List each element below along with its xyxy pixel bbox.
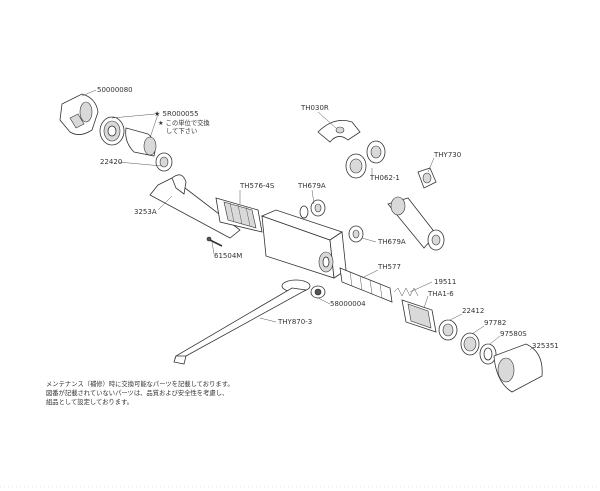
cover-TH030R <box>317 119 361 143</box>
label-THY730: THY730 <box>433 151 461 159</box>
label-3253A: 3253A <box>134 208 157 216</box>
label-TH679A-2: TH679A <box>377 238 406 246</box>
label-97580S: 97580S <box>500 330 527 338</box>
leader-lines <box>81 89 533 351</box>
label-TH577: TH577 <box>377 263 401 271</box>
label-325351: 325351 <box>532 342 559 350</box>
label-50000080: 50000080 <box>97 86 133 94</box>
label-TH030R: TH030R <box>300 104 329 112</box>
label-19511: 19511 <box>434 278 456 286</box>
elbow-leg <box>387 196 445 251</box>
label-97782: 97782 <box>484 319 506 327</box>
mixer-body <box>260 209 347 279</box>
ring-TH679A-1 <box>299 199 326 219</box>
label-58000004: 58000004 <box>330 300 366 308</box>
screw-61504M <box>206 236 223 247</box>
spout-THY870-3 <box>173 279 311 365</box>
label-TH576-4S: TH576-4S <box>239 182 275 190</box>
footer-note-line1: メンテナンス（補修）時に交換可能なパーツを記載しております。 <box>46 379 234 388</box>
thermo-unit-THA1-6 <box>401 299 437 333</box>
nut-ring-5R000055 <box>99 116 125 146</box>
lever-handle-3253A <box>149 174 241 239</box>
label-5R000055: ★ 5R000055 <box>154 110 199 118</box>
ring-97782 <box>460 332 480 356</box>
elbow-THY730 <box>417 167 437 189</box>
label-TH679A-1: TH679A <box>297 182 326 190</box>
label-TH062-1: TH062-1 <box>369 174 400 182</box>
spring-19511 <box>393 287 419 297</box>
valve-body-5R000055 <box>125 127 157 157</box>
handle-325351 <box>493 343 543 393</box>
handle-cap-50000080 <box>59 93 99 135</box>
star-note-line1: ★ この単位で交換 <box>158 118 210 127</box>
cartridge-TH576-4S <box>215 197 263 233</box>
ring-97580S <box>479 343 497 365</box>
label-22412: 22412 <box>462 307 484 315</box>
star-note-line2: して下さい <box>166 127 197 135</box>
label-61504M: 61504M <box>214 252 242 260</box>
footer-note-line3: 組品として設定しております。 <box>46 397 133 406</box>
label-THA1-6: THA1-6 <box>427 290 454 298</box>
union-TH062-1 <box>345 140 386 179</box>
label-THY870-3: THY870-3 <box>277 318 312 326</box>
footer-note-line2: 図番が記載されていないパーツは、品質および安全性を考慮し、 <box>46 388 228 397</box>
fitting-58000004 <box>310 285 326 299</box>
thermo-element-TH577 <box>339 267 393 303</box>
label-22420: 22420 <box>100 158 122 166</box>
packing-22412 <box>438 319 458 341</box>
ring-TH679A-2 <box>348 225 364 243</box>
packing-22420 <box>155 152 173 172</box>
